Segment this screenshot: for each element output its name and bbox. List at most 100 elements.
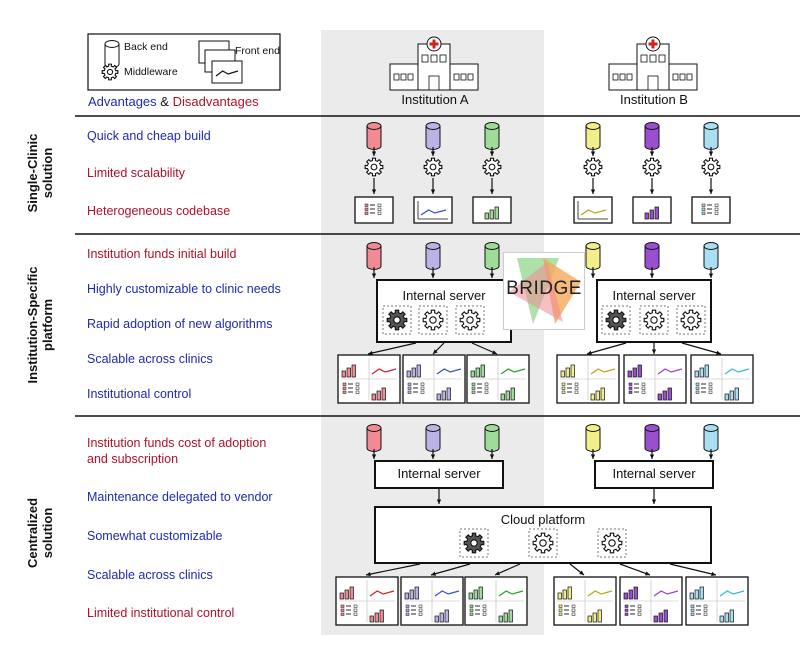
bridge-logo: BRIDGE: [503, 252, 585, 330]
arrow-head: [495, 571, 500, 576]
bar-chart-icon: [376, 390, 381, 401]
bar-chart-icon: [694, 589, 699, 600]
bar-chart-icon: [557, 592, 562, 600]
arrow-head: [489, 454, 495, 459]
front-end-screens-icon: [211, 60, 243, 84]
bar-chart-icon: [470, 370, 475, 378]
table-icon: [637, 612, 642, 616]
table-icon: [353, 612, 358, 616]
table-icon: [469, 604, 474, 608]
pro-con-item: Scalable across clinics: [87, 568, 213, 582]
table-icon: [571, 612, 576, 616]
table-icon: [418, 612, 423, 616]
bar-chart-icon: [478, 586, 483, 600]
table-icon: [340, 604, 345, 608]
gear-icon: [680, 309, 702, 331]
bar-chart-icon: [637, 364, 642, 378]
arrow-icon: [430, 563, 471, 576]
gear-hub: [370, 163, 378, 171]
table-icon: [364, 211, 369, 215]
table-icon: [420, 382, 425, 386]
bar-chart-icon: [719, 615, 724, 623]
table-icon: [469, 608, 474, 612]
database-top: [484, 424, 500, 432]
gear-frame: [601, 305, 631, 335]
table-icon: [469, 612, 474, 616]
hospital-icon: [608, 36, 698, 91]
section-title-line: platform: [40, 299, 55, 351]
disadvantages-label: Disadvantages: [172, 94, 259, 109]
gear-icon: [583, 157, 603, 177]
bar-chart-icon: [503, 612, 508, 623]
table-icon: [714, 211, 719, 215]
bar-chart-icon: [416, 364, 421, 378]
table-icon: [628, 382, 633, 386]
database-icon: [585, 242, 601, 270]
table-icon: [484, 386, 489, 390]
gear-frame: [597, 528, 627, 558]
table-icon: [708, 390, 713, 394]
section-title-line: solution: [40, 507, 55, 559]
legend-front-end-label: Front end: [235, 45, 280, 57]
window: [679, 73, 686, 81]
internal-server-box: [594, 460, 714, 489]
database-body: [425, 125, 441, 150]
ampersand: &: [156, 94, 173, 109]
bridge-logo-graphic: [503, 252, 585, 330]
window: [619, 73, 626, 81]
database-top: [703, 242, 719, 250]
window: [649, 54, 657, 63]
arrow-head: [590, 273, 596, 278]
table-icon: [637, 608, 642, 612]
bar-chart-icon: [628, 589, 633, 600]
pro-con-item: Highly customizable to clinic needs: [87, 282, 281, 296]
bar-chart-icon: [627, 370, 632, 378]
table-icon: [353, 604, 358, 608]
database-top: [703, 122, 719, 130]
arrow-head: [587, 350, 592, 355]
arrow-head: [430, 189, 436, 194]
gear-icon: [642, 157, 662, 177]
database-top: [644, 424, 660, 432]
database-top: [585, 424, 601, 432]
line-chart-icon: [215, 70, 239, 77]
bar-chart-icon: [633, 586, 638, 600]
gear-icon: [101, 63, 119, 81]
database-top: [585, 122, 601, 130]
table-icon: [641, 382, 646, 386]
database-icon: [703, 122, 719, 150]
arrow-head: [371, 151, 377, 156]
bar-chart-icon: [653, 615, 658, 623]
database-body: [366, 427, 382, 452]
gear-icon: [482, 157, 502, 177]
database-body: [585, 245, 601, 270]
table-icon: [353, 608, 358, 612]
database-icon: [644, 122, 660, 150]
bar-chart-icon: [699, 586, 704, 600]
arrow-head: [430, 151, 436, 156]
database-top: [425, 424, 441, 432]
database-body: [585, 125, 601, 150]
table-icon: [703, 612, 708, 616]
window: [400, 73, 407, 81]
window: [467, 73, 474, 81]
table-icon: [377, 207, 382, 211]
gear-icon: [605, 309, 627, 331]
window: [626, 73, 633, 81]
database-top: [425, 122, 441, 130]
table-icon: [482, 608, 487, 612]
table-icon: [708, 386, 713, 390]
arrow-head: [371, 273, 377, 278]
table-icon: [703, 604, 708, 608]
bar-chart-icon: [468, 592, 473, 600]
database-icon: [585, 424, 601, 452]
bar-chart-icon: [658, 612, 663, 623]
database-body: [644, 427, 660, 452]
table-icon: [418, 604, 423, 608]
pro-con-item: Quick and cheap build: [87, 129, 211, 143]
pro-con-item: Scalable across clinics: [87, 352, 213, 366]
section-title-centralized: Centralized solution: [25, 498, 55, 568]
gear-hub: [470, 539, 478, 547]
arrow-head: [649, 189, 655, 194]
